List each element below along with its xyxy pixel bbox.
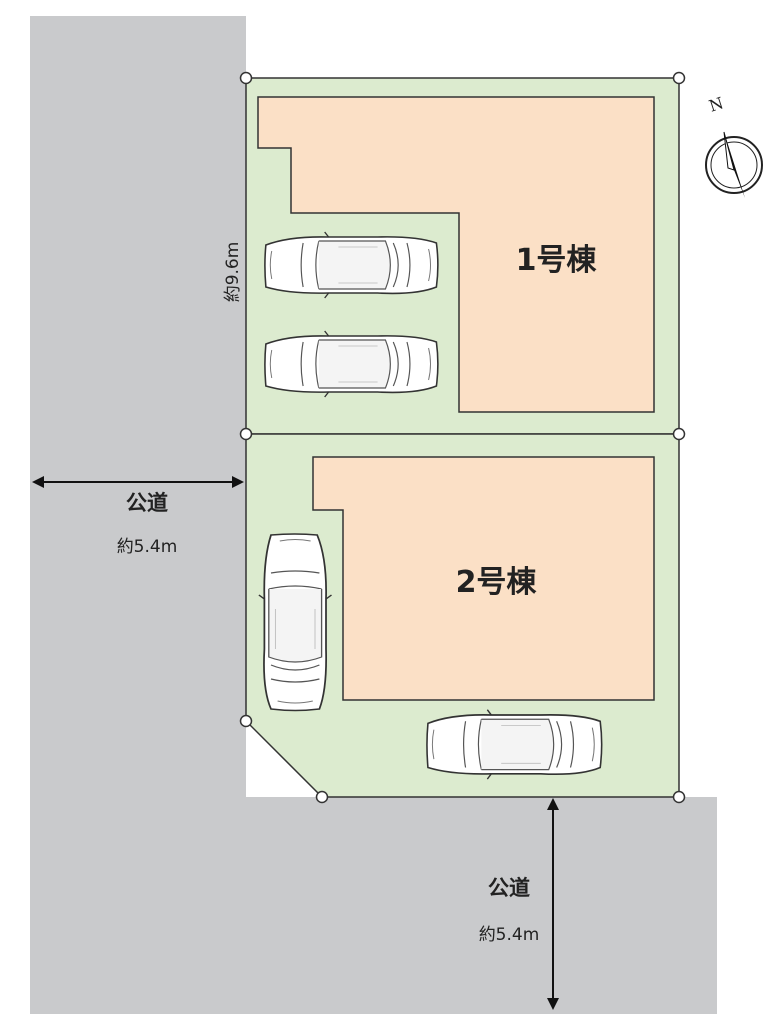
- west-road-width-arrow: [32, 476, 244, 488]
- building-1: [257, 96, 655, 413]
- frontage-label: 約9.6m: [223, 242, 243, 303]
- boundary-markers: [239, 71, 686, 804]
- west-road-name: 公道: [126, 491, 168, 515]
- building-2-label: 2号棟: [456, 565, 538, 600]
- car-icon: [426, 708, 603, 780]
- road-south: [30, 797, 717, 1014]
- west-road-width: 約5.4m: [117, 537, 178, 557]
- south-road-name: 公道: [488, 876, 530, 900]
- south-road-width-arrow: [547, 798, 559, 1010]
- car-icon: [264, 330, 439, 398]
- car-icon: [264, 231, 439, 299]
- building-1-label: 1号棟: [516, 243, 598, 278]
- south-road-width: 約5.4m: [479, 925, 540, 945]
- building-2: [312, 456, 655, 701]
- north-label: N: [707, 93, 726, 115]
- north-compass-icon: [705, 131, 763, 198]
- car-icon: [258, 533, 333, 712]
